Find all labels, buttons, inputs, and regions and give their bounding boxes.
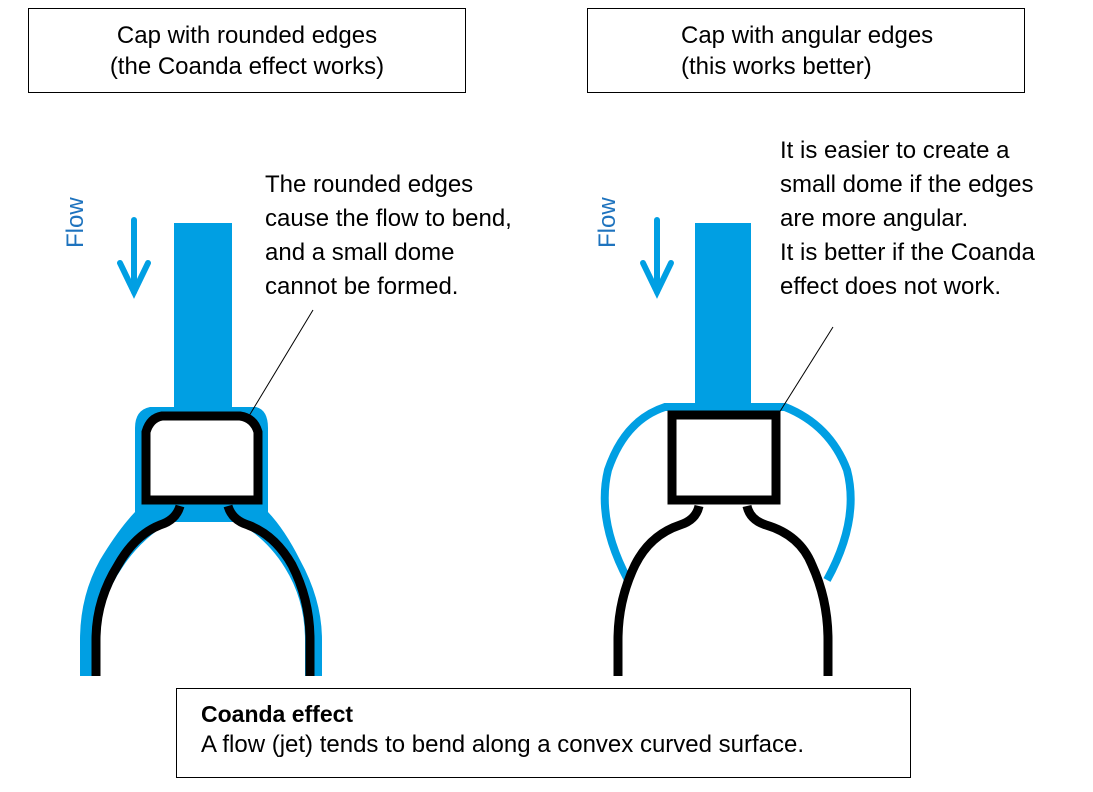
right-flow-jet xyxy=(695,223,751,418)
left-title-line-1: Cap with rounded edges xyxy=(116,22,378,49)
left-flow-jet xyxy=(174,223,232,418)
right-callout-line: are more angular. xyxy=(780,205,969,232)
right-callout-line: It is better if the Coanda xyxy=(780,239,1035,266)
left-callout-line: The rounded edges xyxy=(265,171,474,198)
left-callout: The rounded edges cause the flow to bend… xyxy=(265,168,512,304)
right-title-line-1: Cap with angular edges xyxy=(681,22,934,49)
definition-text: A flow (jet) tends to bend along a conve… xyxy=(201,731,805,758)
left-callout-line: cannot be formed. xyxy=(265,273,459,300)
right-callout: It is easier to create a small dome if t… xyxy=(780,134,1035,304)
coanda-definition-box: Coanda effect A flow (jet) tends to bend… xyxy=(176,688,911,778)
definition-title: Coanda effect xyxy=(201,701,354,727)
left-arrow-down-icon xyxy=(117,217,151,299)
right-bottle-outline xyxy=(613,504,833,676)
left-title-line-2: (the Coanda effect works) xyxy=(109,53,385,80)
right-cap xyxy=(667,410,781,505)
left-callout-line: and a small dome xyxy=(265,239,455,266)
left-bottle-figure xyxy=(80,217,322,676)
left-title-box: Cap with rounded edges (the Coanda effec… xyxy=(28,8,466,93)
left-flow-label: Flow xyxy=(62,197,89,248)
left-bottle-outline xyxy=(91,504,315,676)
right-leader-line xyxy=(778,326,834,414)
right-flow-dome xyxy=(600,403,855,582)
right-title-box: Cap with angular edges (this works bette… xyxy=(587,8,1025,93)
right-callout-line: It is easier to create a xyxy=(780,137,1010,164)
right-flow-label: Flow xyxy=(594,197,621,248)
left-leader-line xyxy=(248,309,314,417)
right-callout-line: effect does not work. xyxy=(780,273,1002,300)
left-callout-line: cause the flow to bend, xyxy=(265,205,512,232)
right-arrow-down-icon xyxy=(640,217,674,299)
left-cap xyxy=(141,411,263,505)
right-bottle-figure xyxy=(600,217,855,676)
right-title-line-2: (this works better) xyxy=(681,53,872,80)
right-callout-line: small dome if the edges xyxy=(780,171,1034,198)
